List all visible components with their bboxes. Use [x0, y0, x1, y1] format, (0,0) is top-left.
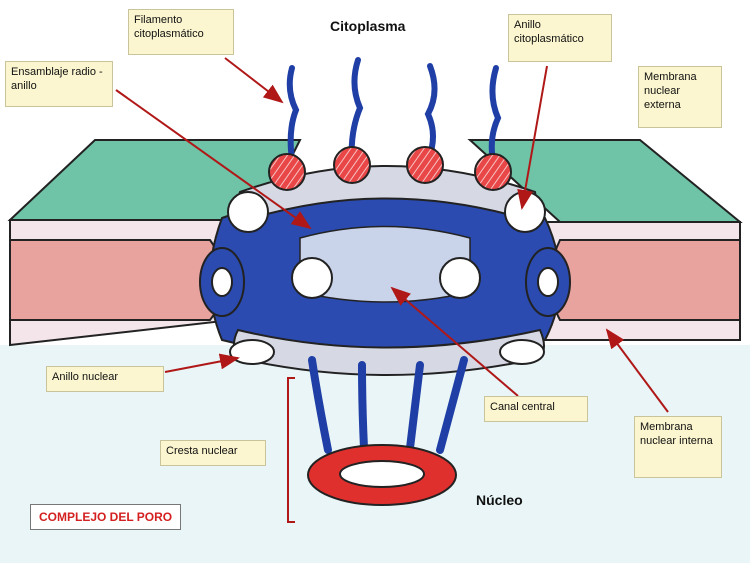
label-membrana-interna: Membrana nuclear interna [634, 416, 722, 478]
label-canal-central: Canal central [484, 396, 588, 422]
label-anillo-nuclear: Anillo nuclear [46, 366, 164, 392]
cytoplasmic-knob [269, 154, 305, 190]
cytoplasmic-knob [334, 147, 370, 183]
label-cresta-nuclear: Cresta nuclear [160, 440, 266, 466]
pore-side-hole-left [212, 268, 232, 296]
diagram-title: COMPLEJO DEL PORO [30, 504, 181, 530]
label-ensamblaje: Ensamblaje radio - anillo [5, 61, 113, 107]
ring-bead [505, 192, 545, 232]
ring-bead [228, 192, 268, 232]
ring-bead [440, 258, 480, 298]
label-anillo-citoplasmatico: Anillo citoplasmático [508, 14, 612, 62]
arrow-filamento [225, 58, 282, 102]
distal-ring-hole [340, 461, 424, 487]
cytoplasmic-knob [407, 147, 443, 183]
ring-bead [500, 340, 544, 364]
cytoplasmic-filament [428, 66, 435, 160]
label-filamento: Filamento citoplasmático [128, 9, 234, 55]
cytoplasmic-knob [475, 154, 511, 190]
ring-bead [292, 258, 332, 298]
ring-bead [230, 340, 274, 364]
label-nucleo: Núcleo [476, 492, 523, 508]
label-membrana-externa: Membrana nuclear externa [638, 66, 722, 128]
inner-membrane-left [10, 240, 225, 320]
pore-side-hole-right [538, 268, 558, 296]
label-citoplasma: Citoplasma [330, 18, 405, 34]
basket-filament [362, 365, 364, 448]
inner-membrane-right [550, 240, 740, 320]
